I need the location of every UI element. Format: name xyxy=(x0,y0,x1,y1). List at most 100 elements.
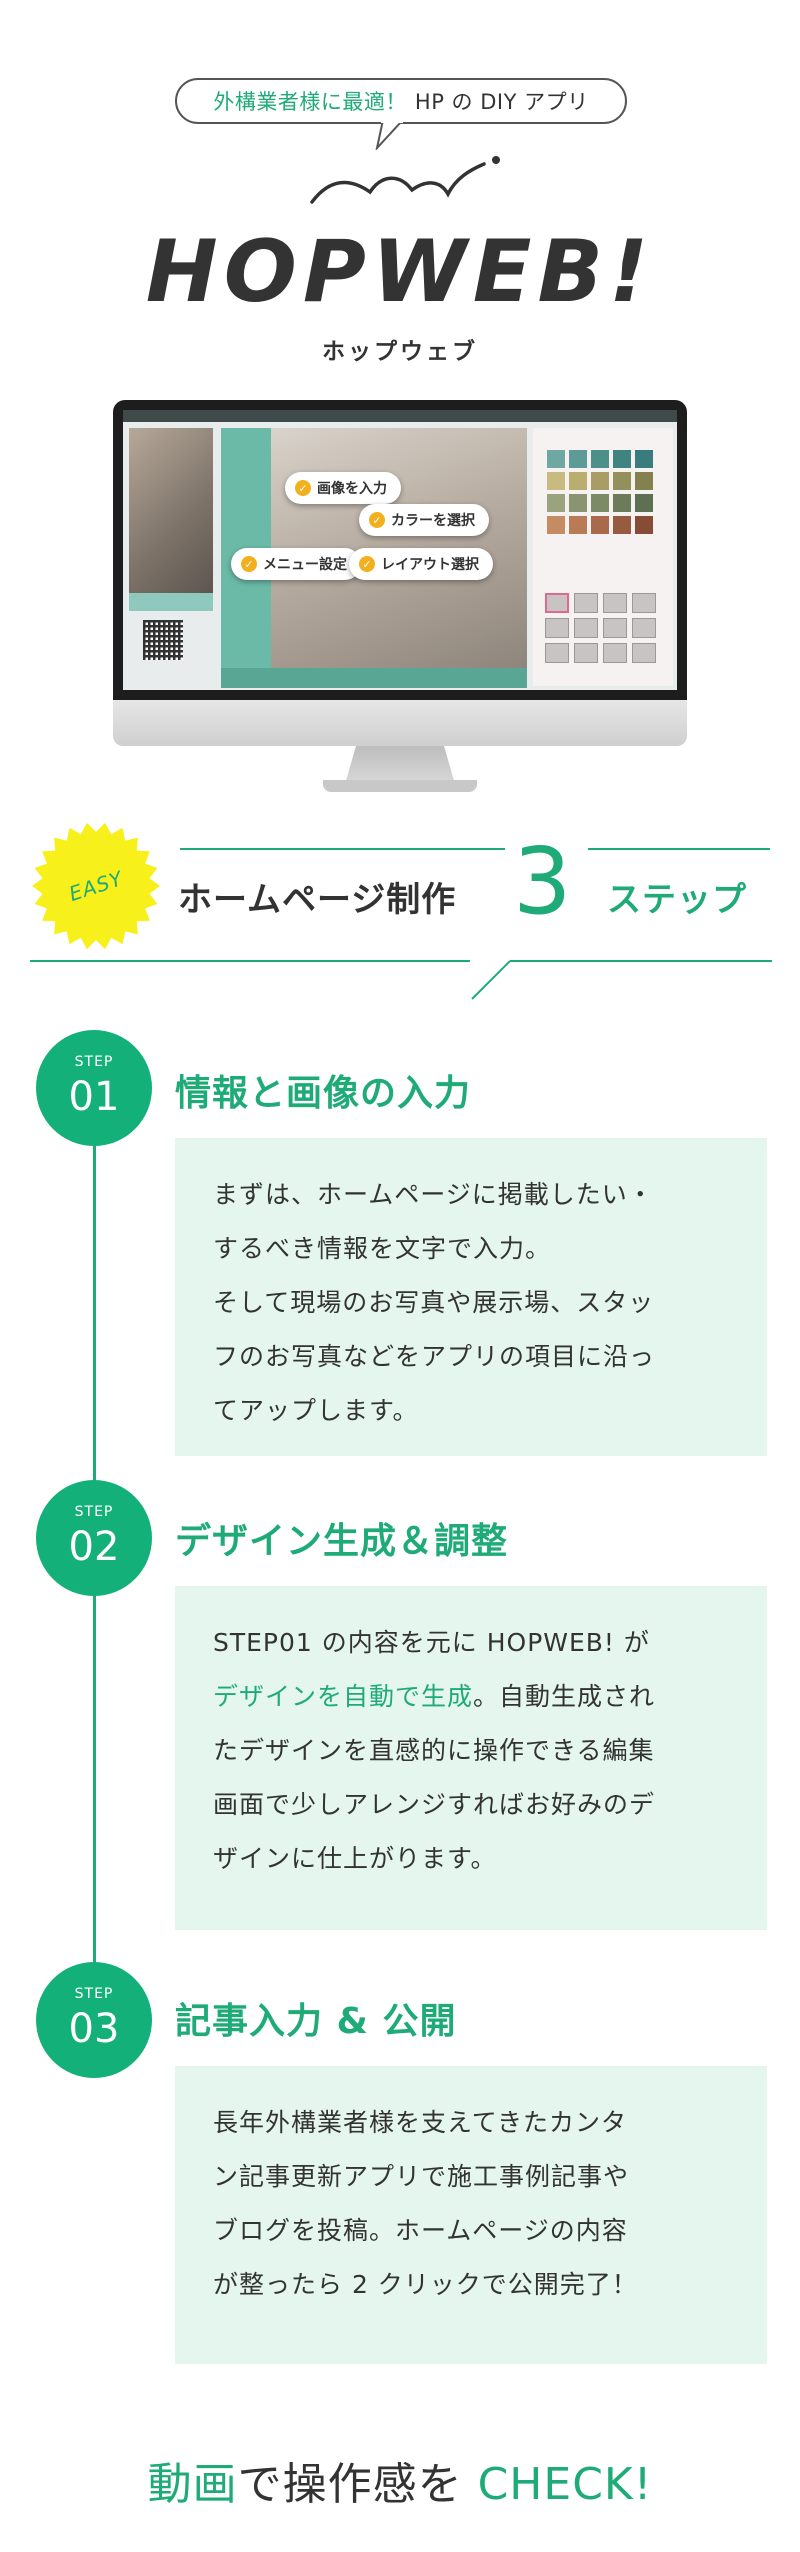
steps-heading-number: 3 xyxy=(513,828,572,935)
step-text-line: STEP01 の内容を元に HOPWEB! が xyxy=(213,1628,650,1657)
steps-heading-suffix: ステップ xyxy=(607,880,747,920)
step-label: STEP xyxy=(74,1986,114,2002)
color-swatch xyxy=(613,516,631,534)
step-text-line: まずは、ホームページに掲載したい・ xyxy=(213,1180,654,1209)
step-02-title: デザイン生成＆調整 xyxy=(175,1521,509,1562)
screen-topbar xyxy=(123,410,677,422)
color-swatch xyxy=(569,494,587,512)
step-01-badge: STEP 01 xyxy=(36,1030,152,1146)
step-01-title: 情報と画像の入力 xyxy=(175,1073,472,1114)
step-text-line: が整ったら 2 クリックで公開完了！ xyxy=(213,2270,638,2299)
step-text-line: てアップします。 xyxy=(213,1396,419,1425)
step-text-line: フのお写真などをアプリの項目に沿っ xyxy=(213,1342,656,1371)
layout-thumb xyxy=(632,618,656,638)
color-swatch xyxy=(569,450,587,468)
tagline-accent: 外構業者様に最適！ xyxy=(213,90,407,114)
callout-menu-settings: ✓ メニュー設定 xyxy=(231,548,361,580)
callout-label: カラーを選択 xyxy=(391,513,475,529)
callout-label: 画像を入力 xyxy=(317,481,387,497)
step-text-highlight: デザインを自動で生成 xyxy=(213,1682,474,1711)
step-number: 01 xyxy=(68,1074,120,1120)
color-swatch xyxy=(613,494,631,512)
layout-thumb xyxy=(545,643,569,663)
color-swatch xyxy=(569,516,587,534)
layout-thumb xyxy=(574,643,598,663)
step-text-line: 長年外構業者様を支えてきたカンタ xyxy=(213,2108,628,2137)
color-swatch xyxy=(635,450,653,468)
mobile-preview-band xyxy=(129,593,213,611)
callout-image-input: ✓ 画像を入力 xyxy=(285,472,401,504)
color-swatch xyxy=(591,450,609,468)
layout-thumb xyxy=(603,618,627,638)
step-03-description: 長年外構業者様を支えてきたカンタ ン記事更新アプリで施工事例記事や ブログを投稿… xyxy=(175,2066,767,2364)
qr-code-icon xyxy=(143,620,183,660)
check-icon: ✓ xyxy=(295,480,311,496)
color-swatch xyxy=(591,472,609,490)
color-swatch xyxy=(547,450,565,468)
bubble-tail-icon xyxy=(375,120,403,150)
step-02-badge: STEP 02 xyxy=(36,1480,152,1596)
color-swatch xyxy=(613,450,631,468)
check-icon: ✓ xyxy=(369,512,385,528)
layout-thumb-grid xyxy=(545,593,656,663)
step-number: 03 xyxy=(68,2006,120,2052)
color-swatch xyxy=(635,516,653,534)
layout-thumb xyxy=(574,618,598,638)
logo-doodle-icon xyxy=(310,156,500,204)
callout-label: レイアウト選択 xyxy=(381,557,479,573)
step-text-rest: 。自動生成され xyxy=(473,1682,656,1711)
color-swatch xyxy=(569,472,587,490)
video-cta[interactable]: 動画で操作感を CHECK! xyxy=(0,2448,800,2512)
color-swatch xyxy=(591,516,609,534)
color-swatch xyxy=(547,494,565,512)
steps-heading-title: ホームページ制作 xyxy=(178,880,457,920)
heading-rule-bottom-right xyxy=(510,960,772,962)
mobile-preview xyxy=(129,428,213,593)
step-label: STEP xyxy=(74,1054,114,1070)
heading-rule-top-right xyxy=(588,848,770,850)
step-number: 02 xyxy=(68,1524,120,1570)
cta-check: CHECK! xyxy=(477,2459,653,2510)
check-icon: ✓ xyxy=(359,556,375,572)
cta-video-word: 動画 xyxy=(147,2459,238,2510)
layout-thumb xyxy=(574,593,598,613)
step-text-line: たデザインを直感的に操作できる編集 xyxy=(213,1736,655,1765)
monitor-base xyxy=(323,780,477,792)
logo-title: HOPWEB! xyxy=(145,222,655,322)
easy-starburst-icon xyxy=(32,822,160,950)
hero-section: 外構業者様に最適！ HP の DIY アプリ HOPWEB! ホップウェブ xyxy=(0,0,800,400)
color-swatch xyxy=(635,472,653,490)
color-swatch xyxy=(635,494,653,512)
monitor-mockup: ✓ 画像を入力 ✓ カラーを選択 ✓ メニュー設定 ✓ レイアウト選択 xyxy=(113,400,687,795)
step-label: STEP xyxy=(74,1504,114,1520)
color-swatch xyxy=(547,516,565,534)
step-02-description: STEP01 の内容を元に HOPWEB! が デザインを自動で生成。自動生成さ… xyxy=(175,1586,767,1930)
logo-kana: ホップウェブ xyxy=(322,339,478,365)
layout-thumb xyxy=(603,593,627,613)
step-text-line: 画面で少しアレンジすればお好みのデ xyxy=(213,1790,656,1819)
step-text-line: そして現場のお写真や展示場、スタッ xyxy=(213,1288,655,1317)
site-footer-bar xyxy=(221,668,527,688)
step-03-title: 記事入力 & 公開 xyxy=(175,2001,457,2042)
color-swatch xyxy=(547,472,565,490)
step-03-badge: STEP 03 xyxy=(36,1962,152,2078)
step-text-line: ン記事更新アプリで施工事例記事や xyxy=(213,2162,630,2191)
layout-thumb xyxy=(545,593,569,613)
settings-panel xyxy=(533,428,673,686)
monitor-chin xyxy=(113,700,687,746)
check-icon: ✓ xyxy=(241,556,257,572)
color-swatch xyxy=(591,494,609,512)
callout-color-select: ✓ カラーを選択 xyxy=(359,504,489,536)
callout-layout-select: ✓ レイアウト選択 xyxy=(349,548,493,580)
color-swatch-grid xyxy=(547,450,653,534)
color-swatch xyxy=(613,472,631,490)
callout-label: メニュー設定 xyxy=(263,557,347,573)
layout-thumb xyxy=(632,643,656,663)
step-text-line: するべき情報を文字で入力。 xyxy=(213,1234,552,1263)
monitor-stand xyxy=(345,746,455,784)
heading-slash-icon xyxy=(471,960,511,1000)
step-text-line: デザインを自動で生成。自動生成され xyxy=(213,1670,729,1724)
layout-thumb xyxy=(632,593,656,613)
heading-rule-top-left xyxy=(180,848,505,850)
step-text-line: ザインに仕上がります。 xyxy=(213,1844,497,1873)
